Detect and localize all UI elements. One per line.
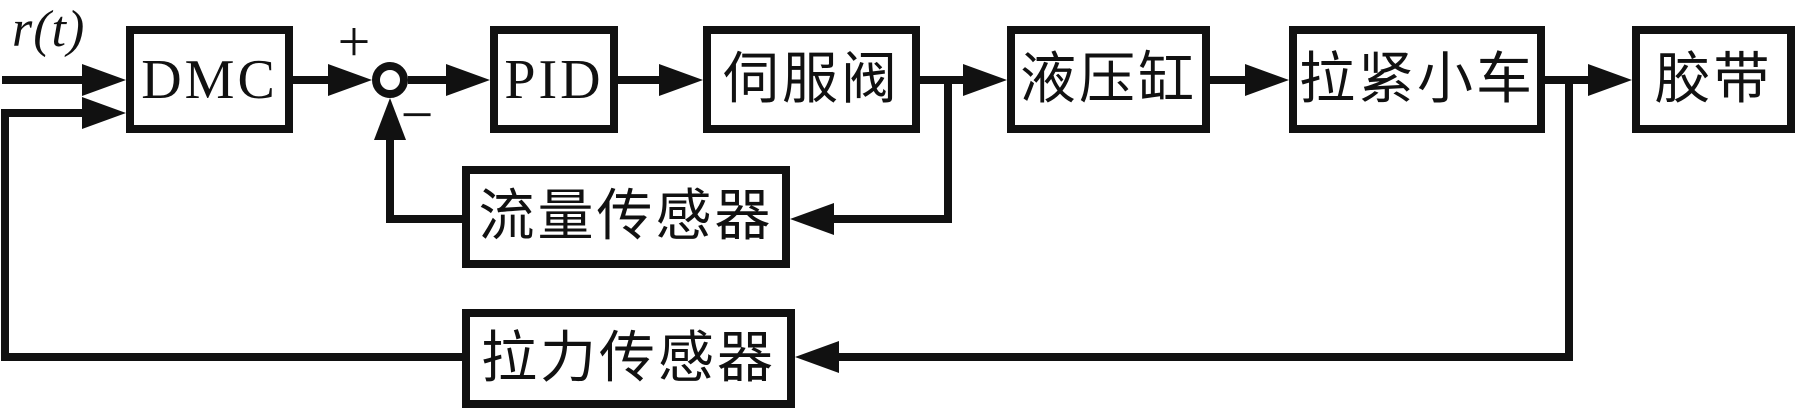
wire-tension-feedback-to-dmc [1, 109, 86, 117]
block-tension-sensor: 拉力传感器 [462, 309, 795, 408]
wire-dmc-to-sum [293, 76, 333, 84]
wire-sum-to-pid [408, 76, 450, 84]
block-servo-valve-label: 伺服阀 [723, 48, 900, 111]
block-tension-cart: 拉紧小车 [1289, 26, 1545, 133]
block-dmc: DMC [126, 26, 293, 133]
wire-tension-sensor-output [1, 353, 466, 361]
block-tension-sensor-label: 拉力传感器 [481, 327, 776, 390]
wire-flow-to-sum-vertical [386, 132, 394, 223]
arrowhead-into-flow-sensor-icon [790, 203, 834, 235]
reference-input-label: r(t) [12, 1, 86, 58]
wire-feedback-left-vertical [1, 109, 9, 361]
block-pid: PID [490, 26, 618, 133]
arrowhead-into-dmc-bottom-icon [82, 97, 126, 129]
wire-cart-branch-vertical [1565, 76, 1573, 361]
block-servo-valve: 伺服阀 [703, 26, 920, 133]
summing-junction [372, 62, 408, 98]
block-pid-label: PID [504, 48, 604, 111]
wire-reference-input [2, 76, 86, 84]
arrowhead-into-dmc-top-icon [82, 64, 126, 96]
block-belt: 胶带 [1632, 26, 1795, 133]
block-dmc-label: DMC [141, 48, 278, 111]
arrowhead-into-servo-valve-icon [659, 64, 703, 96]
wire-cylinder-to-cart [1210, 76, 1250, 84]
block-hydraulic-cylinder: 液压缸 [1007, 26, 1210, 133]
block-belt-label: 胶带 [1654, 48, 1773, 111]
arrowhead-into-tension-sensor-icon [795, 341, 839, 373]
arrowhead-into-cart-icon [1245, 64, 1289, 96]
arrowhead-into-cylinder-icon [963, 64, 1007, 96]
wire-pid-to-servo-valve [618, 76, 664, 84]
arrowhead-into-sum-icon [328, 64, 372, 96]
block-hydraulic-cylinder-label: 液压缸 [1020, 48, 1197, 111]
sum-minus-sign: − [400, 81, 434, 147]
arrowhead-into-sum-bottom-icon [374, 98, 406, 140]
wire-into-flow-sensor [830, 215, 952, 223]
sum-plus-sign: + [337, 8, 371, 74]
wire-into-tension-sensor [835, 353, 1573, 361]
block-tension-cart-label: 拉紧小车 [1299, 48, 1535, 111]
block-flow-sensor: 流量传感器 [462, 166, 790, 268]
wire-flow-sensor-output [386, 215, 466, 223]
arrowhead-into-pid-icon [446, 64, 490, 96]
block-flow-sensor-label: 流量传感器 [478, 186, 774, 248]
arrowhead-into-belt-icon [1588, 64, 1632, 96]
wire-servo-branch-vertical [944, 76, 952, 223]
